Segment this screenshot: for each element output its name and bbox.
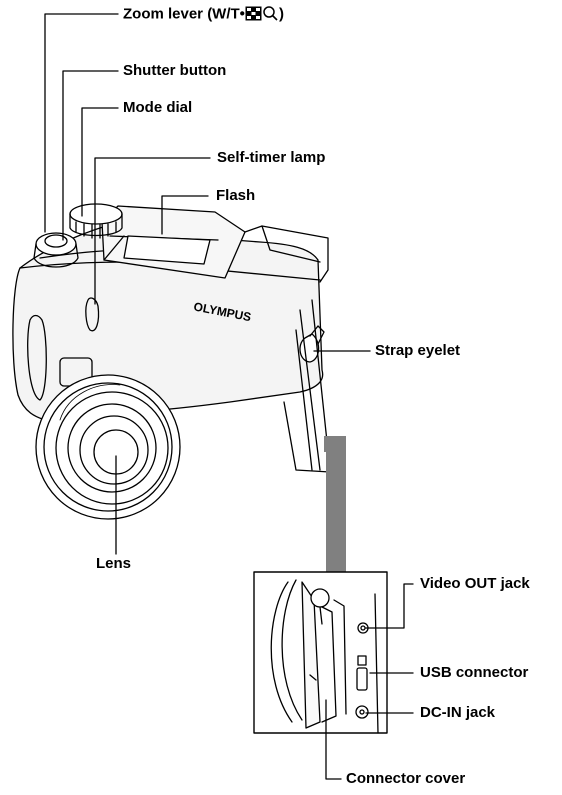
lens-label: Lens (96, 555, 132, 572)
lens-barrel (35, 374, 181, 520)
dc-in-jack-label: DC-IN jack (420, 704, 496, 721)
connector-cover-label: Connector cover (346, 770, 466, 787)
zoom-lever-suffix: ) (278, 5, 284, 23)
video-out-leader (365, 583, 414, 629)
down-arrow-icon (314, 436, 358, 662)
zoom-glyphs (245, 5, 279, 21)
usb-connector-label: USB connector (420, 664, 529, 681)
index-grid-icon (245, 6, 262, 20)
camera-body (12, 203, 331, 473)
zoom-lever-prefix: Zoom lever (W/T• (123, 5, 245, 23)
zoom-lever-label: Zoom lever (W/T•) (123, 5, 284, 24)
flash-label: Flash (216, 187, 256, 204)
strap-eyelet-label: Strap eyelet (375, 342, 461, 359)
video-out-jack-label: Video OUT jack (420, 575, 530, 592)
self-timer-leader (94, 157, 211, 305)
connector-inset (253, 571, 388, 783)
connector-cover-leader (325, 699, 342, 780)
shutter-button-leader (62, 70, 119, 241)
leader-lines (44, 13, 414, 780)
self-timer-lamp-label: Self-timer lamp (217, 149, 326, 166)
zoom-lever-leader (44, 13, 119, 233)
shutter-button-label: Shutter button (123, 62, 227, 79)
magnifier-icon (263, 6, 278, 21)
mode-dial-label: Mode dial (123, 99, 193, 116)
flash-leader (161, 195, 209, 235)
mode-dial-leader (81, 107, 119, 217)
